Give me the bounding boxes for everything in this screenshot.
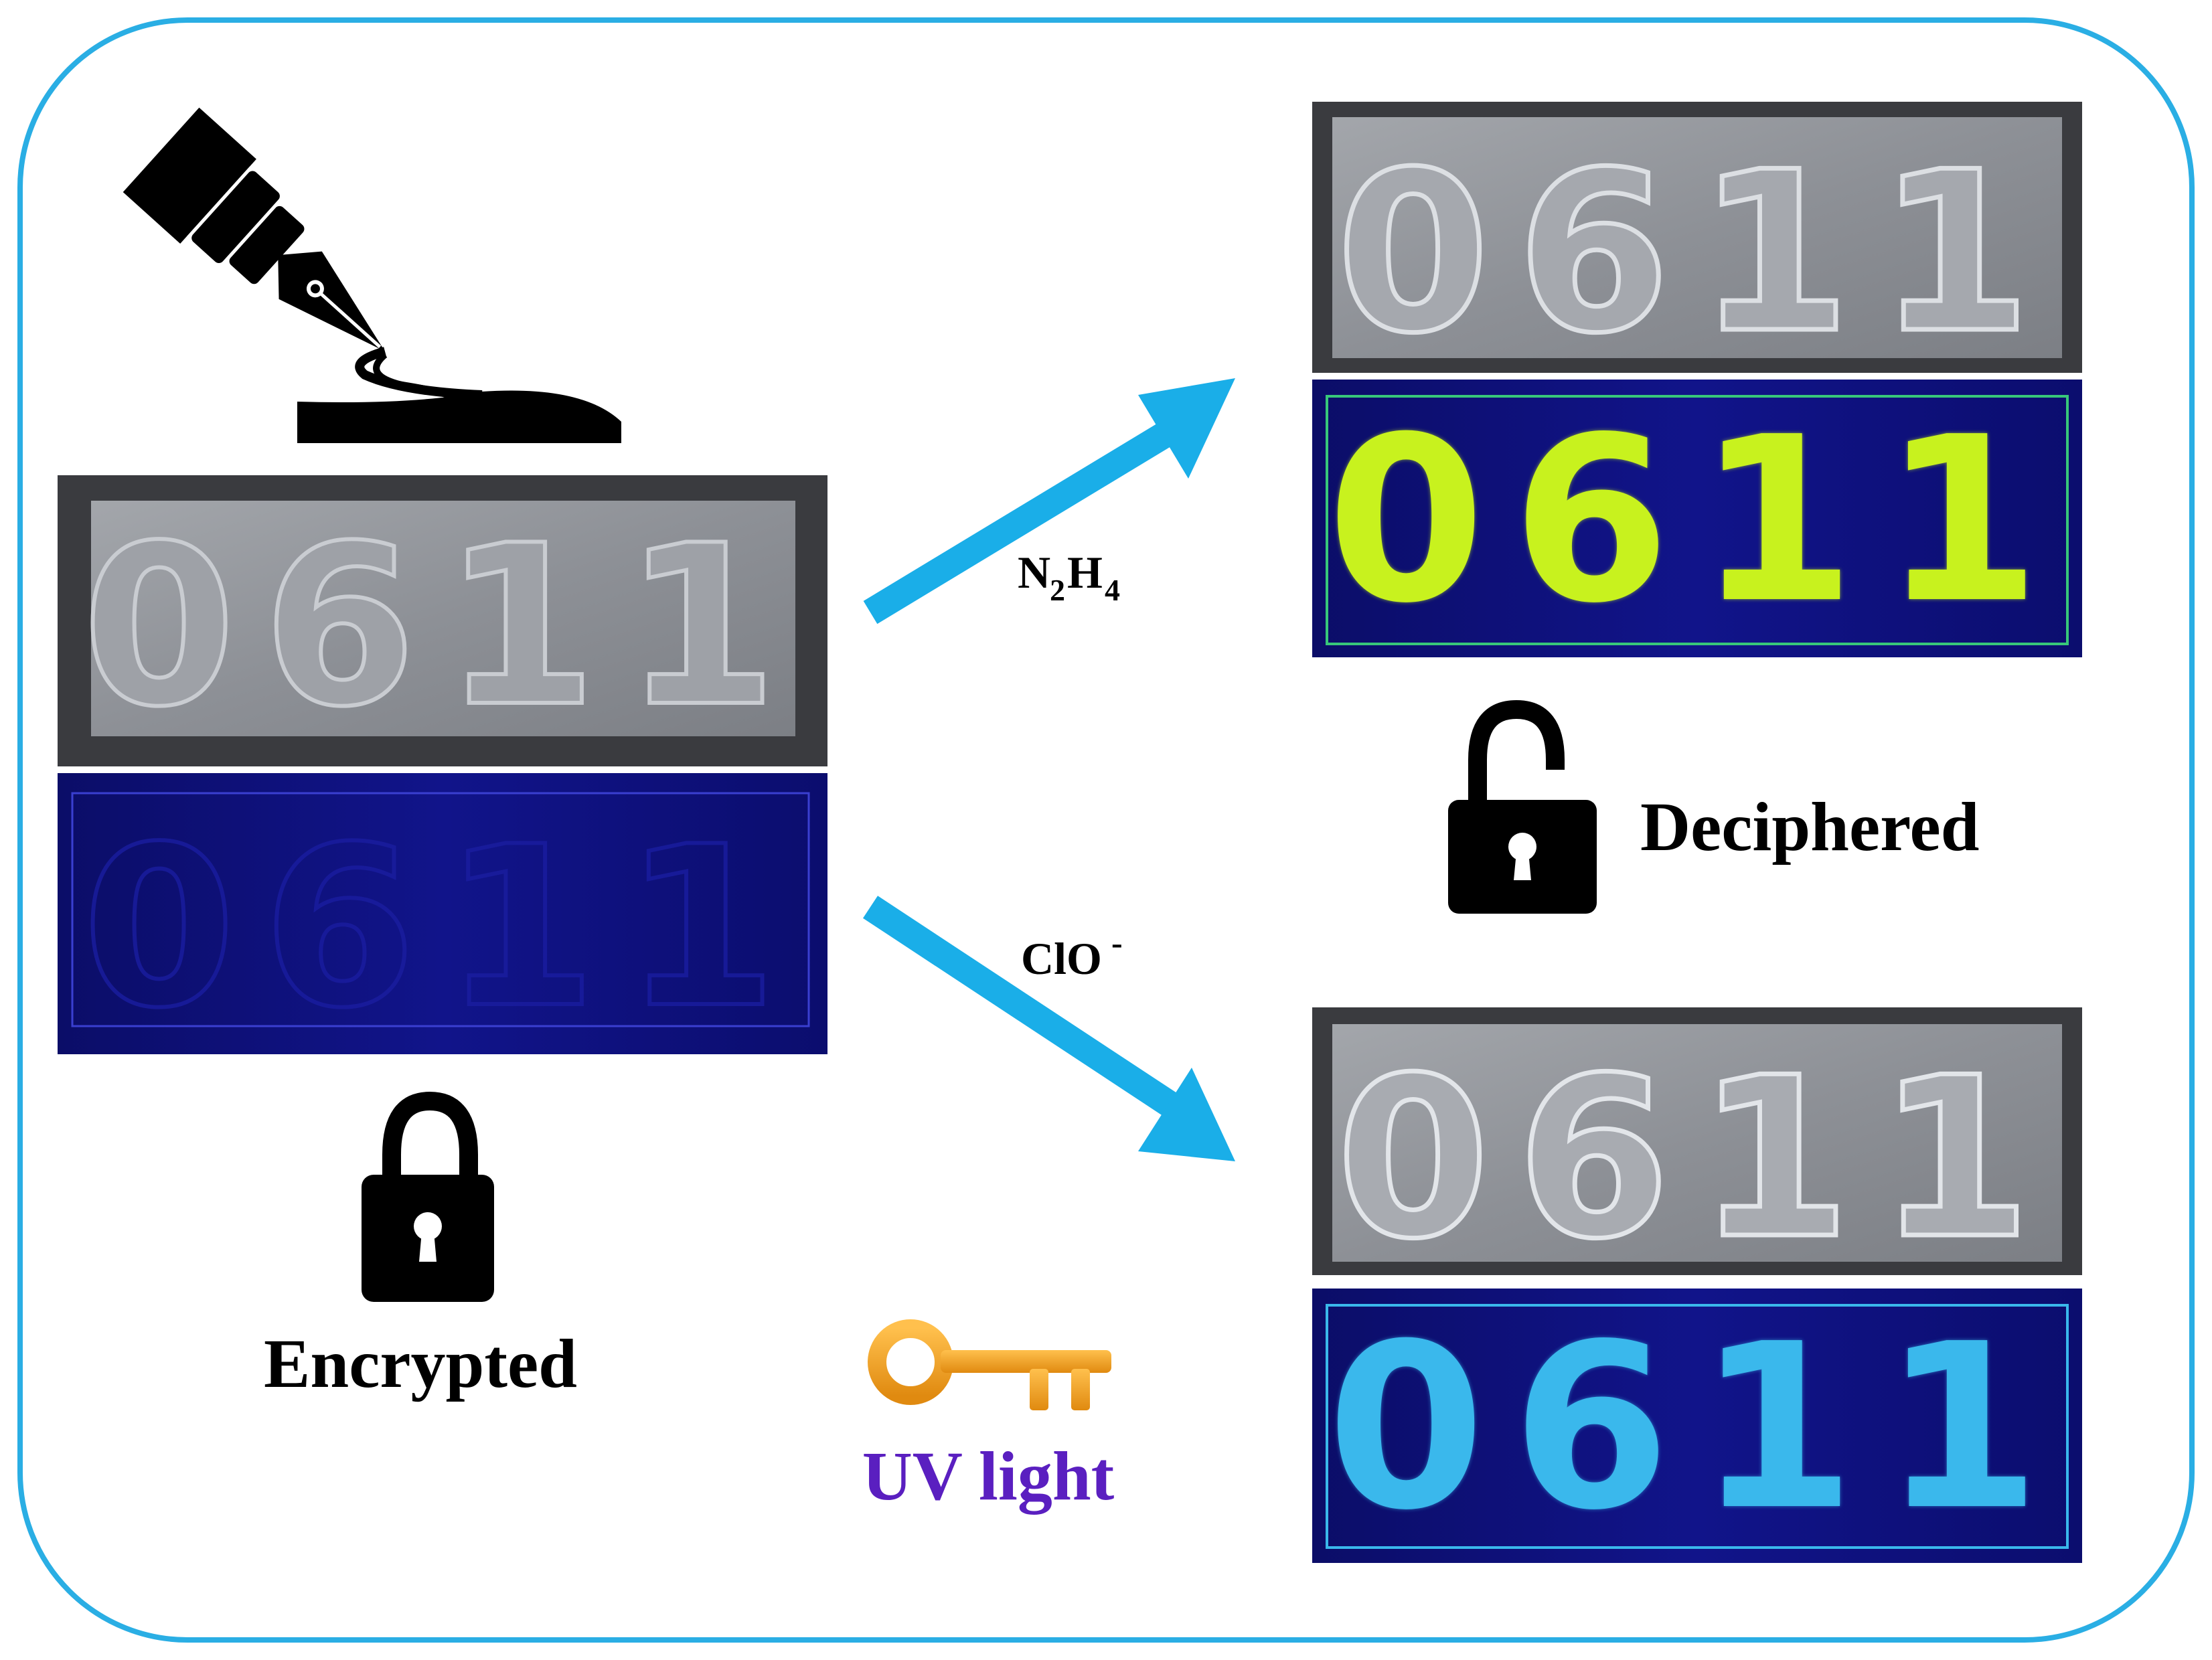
clo-glow-digits-halo: 0611 <box>1327 1295 2067 1560</box>
svg-text:-: - <box>1111 924 1123 961</box>
clo-plate-digits: 0611 <box>1336 1030 2058 1287</box>
key-icon <box>868 1319 1111 1410</box>
lock-open-icon <box>1448 699 1597 914</box>
clo-glow-digits: 0611 <box>1327 1295 2067 1560</box>
encrypted-plate-digits: 0611 <box>82 498 804 755</box>
deciphered-label: Deciphered <box>1640 788 1979 865</box>
lock-closed-icon <box>362 1091 494 1302</box>
svg-text:ClO: ClO <box>1021 933 1102 984</box>
fountain-pen-icon <box>123 107 621 443</box>
encrypted-uv-faint-digits: 0611 <box>82 799 804 1056</box>
n2h4-glow-digits-halo: 0611 <box>1327 388 2067 653</box>
n2h4-white-light-plate: 0611 <box>1312 102 2082 384</box>
svg-text:2: 2 <box>1050 573 1065 607</box>
svg-text:N: N <box>1018 547 1050 598</box>
encrypted-label: Encrypted <box>264 1325 577 1402</box>
clo-white-light-plate: 0611 <box>1312 1007 2082 1290</box>
reagent-label-clo: ClO - <box>1021 924 1123 984</box>
svg-text:H: H <box>1067 547 1103 598</box>
n2h4-glow-digits: 0611 <box>1327 388 2067 653</box>
svg-text:4: 4 <box>1105 573 1120 607</box>
n2h4-plate-digits: 0611 <box>1336 124 2058 382</box>
reagent-label-n2h4: N 2 H 4 <box>1018 547 1120 607</box>
arrow-down-right-icon <box>862 896 1235 1161</box>
clo-uv-light-plate: 0611 0611 <box>1312 1289 2082 1563</box>
arrow-up-right-icon <box>863 378 1235 625</box>
encrypted-white-light-plate: 0611 <box>58 475 827 766</box>
n2h4-uv-light-plate: 0611 0611 <box>1312 380 2082 657</box>
encrypted-uv-light-plate: 0611 <box>58 773 827 1058</box>
uv-light-label: UV light <box>862 1438 1115 1515</box>
